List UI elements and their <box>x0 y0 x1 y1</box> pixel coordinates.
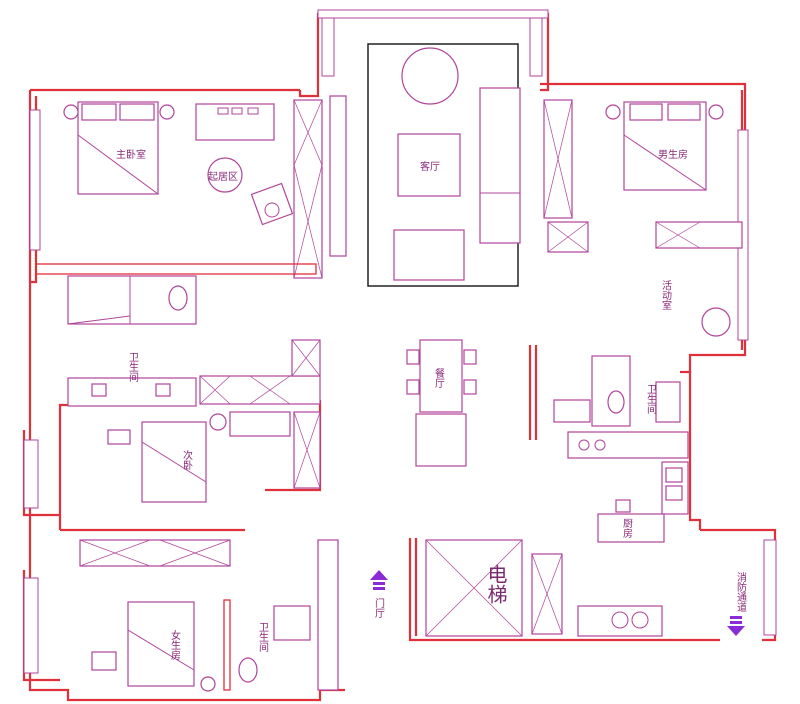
arrow-up-icon <box>370 570 388 590</box>
label-kitchen: 厨房 <box>621 518 633 539</box>
label-living-room: 客厅 <box>420 160 440 173</box>
label-bath-bottom: 卫生间 <box>257 622 269 653</box>
label-activity-room: 活动室 <box>660 280 672 310</box>
label-elevator: 电梯 <box>484 564 508 604</box>
bath-left <box>35 263 321 407</box>
master-wardrobe <box>293 99 323 279</box>
label-master-bedroom: 主卧室 <box>116 148 146 161</box>
label-bath-left: 卫生间 <box>127 352 139 383</box>
room-labels: 主卧室 起居区 客厅 男生房 活动室 卫生间 餐厅 卫生间 次卧 厨房 电梯 消… <box>116 148 747 661</box>
windows <box>23 9 777 674</box>
bath-right <box>553 355 681 427</box>
label-second-bedroom: 次卧 <box>181 449 193 471</box>
master-bedroom <box>63 101 294 226</box>
second-bedroom <box>107 411 321 503</box>
label-fire-passage: 消防通道 <box>735 571 747 612</box>
label-entrance: 门厅 <box>373 597 385 618</box>
girls-room <box>79 539 231 692</box>
kitchen-area <box>567 431 689 543</box>
dining-table <box>406 339 477 467</box>
arrow-down-icon <box>727 616 745 636</box>
living-room-area <box>329 43 521 287</box>
label-dining: 餐厅 <box>433 367 445 388</box>
label-girls-room: 女生房 <box>169 629 181 661</box>
label-boys-room: 男生房 <box>658 148 688 161</box>
bath-bottom <box>223 539 339 691</box>
label-bath-right: 卫生间 <box>645 384 657 415</box>
elevator-shaft <box>425 539 663 637</box>
label-lounge: 起居区 <box>208 171 238 183</box>
boys-room <box>543 99 743 337</box>
